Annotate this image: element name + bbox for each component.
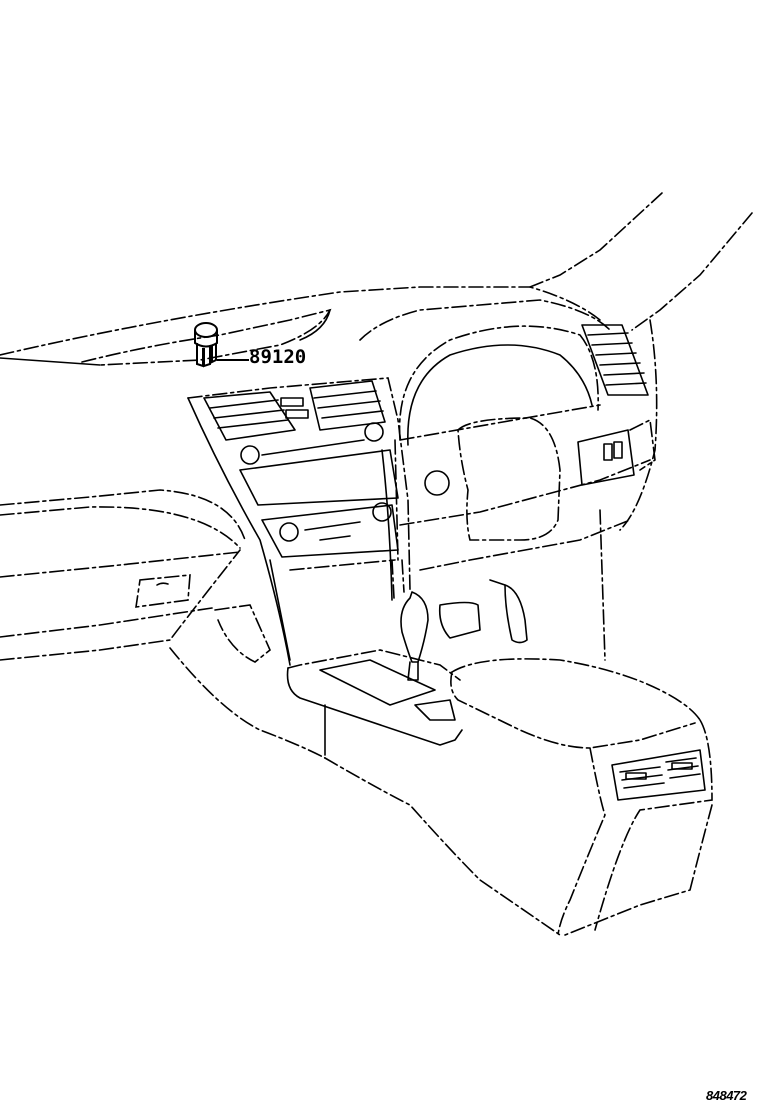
meter-cluster-face [407,344,593,446]
lower-stack-line [289,559,396,571]
dash-lower-line [399,459,651,526]
pedal-arm [489,579,506,586]
left-center-vent [203,391,296,441]
dash-right-end [619,319,658,531]
console-tray-front [286,667,463,746]
climate-knob-icon [372,502,392,522]
floor-tunnel-left [169,647,326,759]
accelerator-pedal-icon [504,584,528,644]
right-center-vent [309,380,386,431]
part-number-callout: 89120 [249,346,307,368]
center-switch [285,409,309,419]
right-switch-panel [577,429,635,486]
center-stack-side [269,559,291,661]
dash-top-outline [0,286,601,356]
audio-knob-icon [364,422,384,442]
sensor-89120-icon [194,322,249,368]
right-lower-edge [599,509,606,661]
rear-console-bottom [564,804,713,936]
center-stack-outline-left [187,397,291,666]
rear-console-left-edge [557,747,606,936]
meter-hood-bottom [399,404,601,441]
brake-pedal-icon [438,601,481,639]
meter-hood [398,325,599,441]
console-pocket [414,699,456,721]
climate-panel [261,504,399,558]
audio-knob-icon [240,445,260,465]
right-air-vent-icon [581,324,649,396]
shift-lever-shaft [407,661,419,681]
ignition-switch-icon [424,470,450,496]
audio-panel-line [261,439,365,456]
hazard-switch [280,397,304,407]
rear-console-right-edge [594,719,713,931]
rear-air-vent-icon [611,749,706,801]
passenger-dash-lower [0,607,213,638]
a-pillar-left-edge [529,192,663,288]
vent-louvers [313,390,384,419]
climate-display-segments [304,521,361,541]
armrest-lower [450,671,696,749]
column-line [394,439,399,561]
glovebox-lower [0,549,241,661]
dash-top-lip [0,357,101,366]
shift-boot-lines [391,559,405,599]
passenger-dash-upper [0,489,246,541]
passenger-dash-upper-inner [0,506,241,549]
console-base [324,757,561,936]
armrest-top [451,658,701,721]
switch-icon [603,443,613,461]
defroster-panel [81,308,332,366]
center-stack-outline-right [187,377,411,591]
vent-louvers [209,399,289,429]
glovebox-handle [135,574,191,608]
switch-icon [613,441,623,459]
knee-panel-line [419,519,631,571]
steering-column-cover [457,417,561,541]
lower-left-pocket [214,604,271,663]
side-switch [629,418,656,471]
glovebox-latch-icon [156,582,169,586]
a-pillar-right-edge [631,212,753,331]
console-tray-top [287,649,461,681]
cup-holder-lid [319,659,436,706]
shift-knob-icon [400,591,429,663]
passenger-dash-mid [0,551,241,578]
defroster-panel-edge [299,309,331,341]
center-pillar-line [381,449,393,601]
meter-hood-outer [359,299,611,341]
figure-id: 848472 [706,1088,747,1103]
audio-display [239,449,399,506]
climate-knob-icon [279,522,299,542]
